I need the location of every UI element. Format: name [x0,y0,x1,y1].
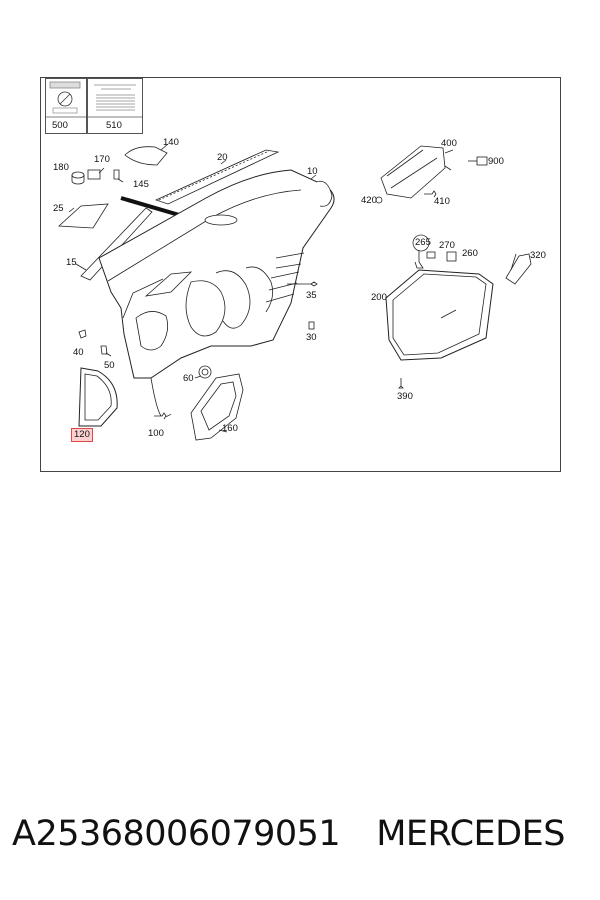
part-40-shape [78,329,87,339]
part-15-shape [80,207,153,281]
part-35-shape [301,281,318,287]
part-10-dashboard-shape [98,169,335,379]
label-160: 160 [222,423,238,434]
label-900: 900 [488,156,504,167]
label-410: 410 [434,196,450,207]
part-160-shape [190,373,244,441]
label-35: 35 [306,290,317,301]
label-120-highlighted: 120 [71,428,93,442]
label-500: 500 [52,120,68,131]
part-number: A25368006079051 [12,814,341,854]
part-390-shape [398,378,404,389]
label-180: 180 [53,162,69,173]
parts-drawing [45,81,532,441]
brand-name: MERCEDES [376,814,565,854]
label-140: 140 [163,137,179,148]
part-200-shape [385,269,494,361]
label-25: 25 [53,203,64,214]
exploded-parts-diagram: 500 510 140 170 180 145 20 10 25 15 400 … [40,77,561,472]
part-320-shape [505,253,532,285]
label-170: 170 [94,154,110,165]
label-420: 420 [361,195,377,206]
part-410-shape [424,190,437,198]
label-sticker-icon [94,84,136,111]
label-400: 400 [441,138,457,149]
part-270-shape [426,251,436,259]
footer-caption: A25368006079051 MERCEDES [12,812,592,856]
label-50: 50 [104,360,115,371]
part-180-shape [71,171,85,179]
label-60: 60 [183,373,194,384]
label-20: 20 [217,152,228,163]
label-265: 265 [415,237,431,248]
label-200: 200 [371,292,387,303]
part-260-shape [446,251,457,262]
part-20-shape [154,149,280,205]
part-900-shape [476,156,488,166]
label-30: 30 [306,332,317,343]
part-50-shape [100,345,108,355]
label-10: 10 [307,166,318,177]
part-140-shape [124,146,168,166]
label-145: 145 [133,179,149,190]
label-15: 15 [66,257,77,268]
label-260: 260 [462,248,478,259]
warning-sticker-icon [49,81,81,114]
label-100: 100 [148,428,164,439]
reference-box-510 [87,78,143,134]
part-120-shape [78,367,118,427]
part-25-shape [58,203,109,229]
label-270: 270 [439,240,455,251]
label-320: 320 [530,250,546,261]
part-60-shape [198,365,212,379]
part-30-shape [308,321,315,330]
label-40: 40 [73,347,84,358]
part-145-shape [113,169,120,180]
label-510: 510 [106,120,122,131]
part-170-shape [87,169,101,180]
part-400-shape [380,145,446,199]
part-420-shape [375,196,383,204]
label-390: 390 [397,391,413,402]
part-100-shape [154,412,167,420]
